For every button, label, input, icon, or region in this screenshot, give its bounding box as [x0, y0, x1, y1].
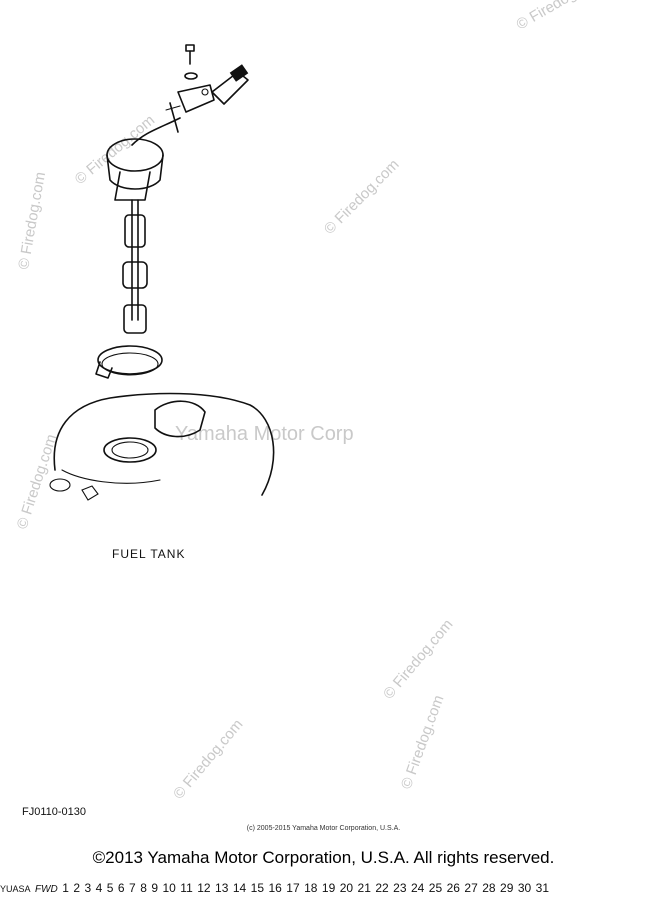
callout-27: 27	[464, 881, 478, 895]
callout-24: 24	[410, 881, 425, 895]
callout-1: 1	[62, 881, 69, 895]
battery-brand: YUASA	[0, 884, 31, 894]
callout-26: 26	[446, 881, 460, 895]
callout-10: 10	[162, 881, 176, 895]
watermark-site: © Firedog.com	[514, 0, 608, 33]
watermark-site: © Firedog.com	[15, 171, 49, 271]
footer-copyright: ©2013 Yamaha Motor Corporation, U.S.A. A…	[92, 848, 555, 867]
callout-20: 20	[339, 881, 354, 895]
callout-numbers: 1 2 3 4 5 6 7 8 9 10 11 12 13 14 15 16 1…	[62, 879, 549, 896]
callout-25: 25	[428, 881, 443, 895]
watermark-site: © Firedog.com	[72, 112, 158, 188]
callout-11: 11	[180, 881, 193, 895]
callout-31: 31	[535, 881, 549, 895]
callout-13: 13	[215, 881, 229, 895]
clamp-25	[95, 345, 163, 379]
callout-5: 5	[106, 881, 114, 895]
fuel-tank-label: FUEL TANK	[112, 547, 186, 561]
callout-14: 14	[232, 881, 247, 895]
callout-17: 17	[286, 881, 300, 895]
callout-9: 9	[151, 881, 159, 895]
callout-21: 21	[357, 881, 371, 895]
fwd-arrow: FWD	[35, 879, 62, 896]
watermark-site: © Firedog.com	[321, 156, 403, 238]
callout-6: 6	[117, 881, 125, 895]
callout-23: 23	[393, 881, 407, 895]
watermark-site: © Firedog.com	[398, 693, 448, 791]
battery: YUASA	[0, 879, 35, 896]
callout-2: 2	[73, 881, 81, 895]
fuel-tank	[49, 392, 275, 501]
fuel-sender-assembly	[106, 44, 249, 334]
callout-29: 29	[500, 881, 514, 895]
callout-12: 12	[197, 881, 211, 895]
parts-diagram: © Firedog.com © Firedog.com © Firedog.co…	[0, 0, 608, 895]
callout-16: 16	[268, 881, 282, 895]
callout-19: 19	[321, 881, 336, 895]
small-copyright: (c) 2005-2015 Yamaha Motor Corporation, …	[246, 825, 401, 832]
watermark-manufacturer: Yamaha Motor Corp	[175, 423, 354, 445]
watermark-site: © Firedog.com	[380, 616, 456, 702]
callout-7: 7	[129, 881, 136, 895]
callout-15: 15	[250, 881, 264, 895]
watermark-site: © Firedog.com	[14, 432, 61, 531]
callout-22: 22	[375, 881, 389, 895]
callout-8: 8	[140, 881, 147, 895]
fwd-arrow-label: FWD	[34, 884, 58, 895]
callout-18: 18	[304, 881, 318, 895]
callout-3: 3	[84, 881, 92, 895]
watermark-site: © Firedog.com	[170, 716, 246, 802]
callout-4: 4	[95, 881, 103, 895]
watermark-group: © Firedog.com © Firedog.com © Firedog.co…	[14, 0, 608, 803]
callout-30: 30	[517, 881, 532, 895]
diagram-code: FJ0110-0130	[22, 806, 87, 818]
callout-28: 28	[482, 881, 496, 895]
